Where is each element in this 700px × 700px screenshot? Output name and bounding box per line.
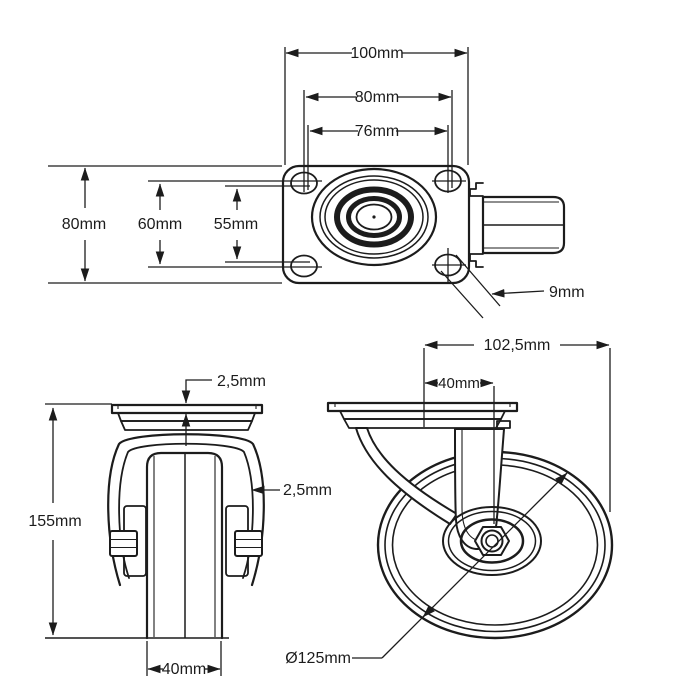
- mounting-plate-side: [326, 401, 519, 413]
- wheel-plan-view: [469, 182, 566, 268]
- dim-hole-diameter: 9mm: [440, 254, 585, 319]
- swivel-housing-front: [117, 412, 256, 431]
- front-view: 155mm 2,5mm 2,5mm 40mm: [28, 373, 332, 678]
- mounting-plate-plan: [281, 164, 471, 285]
- dim-label-overall-depth: 80mm: [62, 216, 106, 233]
- dim-wheel-diameter: Ø125mm: [285, 472, 568, 667]
- dim-label-bolt-spacing-width-alt: 76mm: [355, 123, 399, 140]
- dim-label-wheel-diameter: Ø125mm: [285, 650, 351, 667]
- dim-overall-depth: 80mm: [62, 167, 106, 282]
- dim-label-fork-wall-thickness: 2,5mm: [283, 482, 332, 499]
- dim-bolt-spacing-width: 80mm: [305, 89, 452, 106]
- top-view: 100mm 80mm 76mm 80mm 60mm 55mm: [48, 45, 585, 319]
- dim-label-hole-diameter: 9mm: [549, 284, 585, 301]
- dim-fork-wall-thickness: 2,5mm: [251, 482, 332, 499]
- dim-overall-width: 100mm: [285, 45, 468, 62]
- dim-overall-length: 102,5mm: [424, 337, 610, 354]
- dim-label-plate-thickness: 2,5mm: [217, 373, 266, 390]
- dim-label-bolt-spacing-depth: 60mm: [138, 216, 182, 233]
- top-view-extension-lines: [48, 47, 469, 284]
- mounting-plate-front: [110, 403, 264, 415]
- dim-label-overall-length: 102,5mm: [484, 337, 551, 354]
- bolt-hole-bottom-left: [290, 254, 318, 278]
- axle-nut-left: [109, 530, 138, 557]
- dim-plate-thickness: 2,5mm: [181, 373, 266, 446]
- side-view-extension-lines: [423, 348, 611, 524]
- dim-wheel-width: 40mm: [146, 641, 222, 678]
- dim-label-wheel-width: 40mm: [162, 661, 206, 678]
- wheel-front-view: [145, 451, 224, 640]
- dim-label-bolt-spacing-depth-alt: 55mm: [214, 216, 258, 233]
- axle-nut-right: [234, 530, 263, 557]
- dim-label-total-height: 155mm: [28, 513, 81, 530]
- dim-bolt-spacing-width-alt: 76mm: [309, 123, 448, 140]
- hex-nut-side: [474, 526, 510, 556]
- dim-label-swivel-offset: 40mm: [438, 375, 480, 392]
- dim-bolt-spacing-depth-alt: 55mm: [214, 188, 258, 260]
- swivel-bearing-rings: [310, 167, 438, 267]
- dim-label-bolt-spacing-width: 80mm: [355, 89, 399, 106]
- dim-total-height: 155mm: [28, 403, 112, 636]
- dim-bolt-spacing-depth: 60mm: [138, 183, 182, 265]
- swivel-housing-side: [339, 410, 511, 429]
- hub-rings-side: [442, 506, 542, 576]
- fork-front: [107, 433, 265, 587]
- dim-label-overall-width: 100mm: [350, 45, 403, 62]
- swivel-center-mark: [372, 215, 376, 219]
- dim-swivel-offset: 40mm: [424, 375, 494, 392]
- side-view: Ø125mm 102,5mm 40mm: [285, 337, 614, 667]
